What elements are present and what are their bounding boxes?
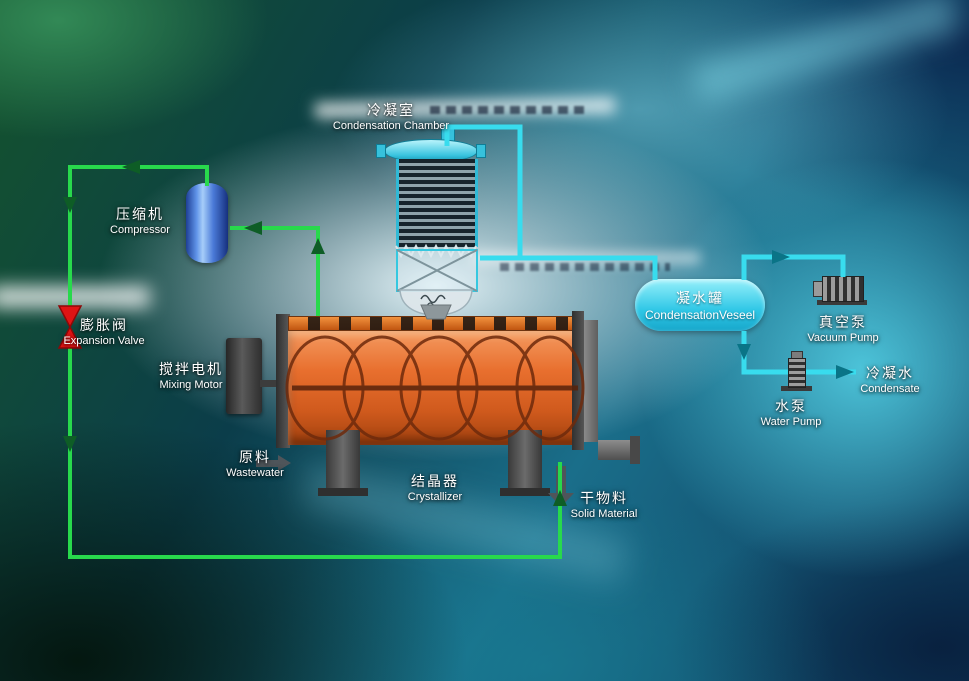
label-condensation-chamber: 冷凝室 Condensation Chamber bbox=[332, 102, 450, 133]
motor-shaft bbox=[260, 380, 280, 387]
label-condensate: 冷凝水 Condensate bbox=[860, 365, 920, 396]
label-mixing-motor: 搅拌电机 Mixing Motor bbox=[159, 361, 223, 392]
water-pump-icon bbox=[788, 358, 806, 388]
mixing-motor-icon bbox=[226, 338, 262, 414]
label-crystallizer: 结晶器 Crystallizer bbox=[407, 473, 463, 504]
label-solid-material: 干物料 Solid Material bbox=[570, 490, 638, 521]
flow-arrow-right bbox=[836, 365, 854, 379]
condensation-vessel-label-en: CondensationVeseel bbox=[644, 308, 756, 322]
crystallizer-leg-right bbox=[508, 430, 542, 492]
label-vacuum-pump: 真空泵 Vacuum Pump bbox=[807, 314, 879, 345]
condensation-vessel: 凝水罐 CondensationVeseel bbox=[635, 279, 765, 331]
label-water-pump: 水泵 Water Pump bbox=[760, 398, 822, 429]
crystallizer-endplate-right-outer bbox=[584, 320, 598, 442]
crystallizer-endplate-left bbox=[276, 314, 290, 448]
chamber-stem bbox=[420, 304, 452, 320]
flow-arrow-left bbox=[122, 160, 140, 174]
chamber-x-brace bbox=[396, 249, 478, 292]
crystallizer-endplate-right bbox=[572, 311, 584, 450]
crystallizer-leg-left bbox=[326, 430, 360, 492]
chamber-clamp-left bbox=[376, 144, 386, 158]
wastewater-arrow bbox=[256, 460, 278, 467]
crystallizer-foot-left bbox=[318, 488, 368, 496]
condensation-chamber-coil-stack bbox=[396, 159, 478, 247]
flow-arrow-right bbox=[772, 250, 790, 264]
water-pump-base bbox=[781, 386, 812, 391]
chamber-sawtooth bbox=[395, 243, 477, 259]
discharge-chute-cap bbox=[630, 436, 640, 464]
flow-arrows-green bbox=[63, 160, 567, 506]
flow-arrow-down bbox=[63, 197, 77, 213]
flow-arrow-down bbox=[63, 436, 77, 452]
crystallizer-foot-right bbox=[500, 488, 550, 496]
expansion-valve-icon bbox=[57, 305, 83, 349]
flow-arrow-up bbox=[311, 238, 325, 254]
crystallizer-screw bbox=[285, 335, 585, 441]
flow-arrow-up bbox=[553, 490, 567, 506]
wastewater-arrow-head bbox=[278, 455, 291, 471]
compressor-icon bbox=[186, 183, 228, 263]
flow-arrows-cyan bbox=[737, 250, 854, 379]
flow-arrow-left bbox=[244, 221, 262, 235]
condensation-vessel-label-zh: 凝水罐 bbox=[676, 290, 724, 306]
discharge-chute bbox=[598, 440, 632, 460]
label-expansion-valve: 膨胀阀 Expansion Valve bbox=[63, 317, 145, 348]
vacuum-pump-base bbox=[817, 300, 867, 305]
label-compressor: 压缩机 Compressor bbox=[110, 206, 170, 237]
chamber-bowl bbox=[399, 289, 473, 320]
flow-arrow-down bbox=[737, 344, 751, 360]
label-wastewater: 原料 Wastewater bbox=[226, 449, 284, 480]
chamber-clamp-right bbox=[476, 144, 486, 158]
